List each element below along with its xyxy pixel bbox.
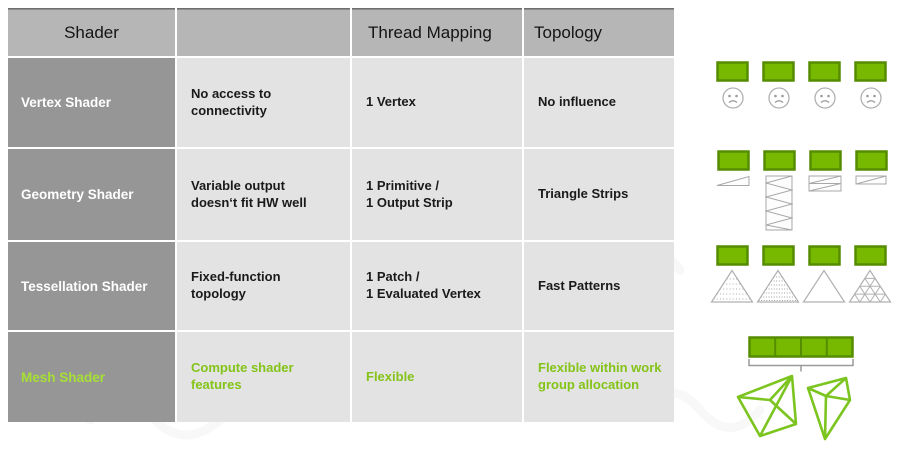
tessellation-unit	[756, 245, 800, 304]
geometry-shader-diagram	[716, 150, 888, 231]
brace-icon	[748, 359, 854, 372]
sad-face-icon	[813, 87, 836, 109]
tessellation-unit	[802, 245, 846, 304]
vertex-unit	[716, 61, 749, 110]
cell-vertex-thread-mapping: 1 Vertex	[352, 58, 522, 147]
sad-face-icon	[767, 87, 790, 109]
cell-vertex-description: No access to connectivity	[177, 58, 350, 147]
cell-mesh-description: Compute shader features	[177, 332, 350, 422]
triangle-strip-medium-icon	[808, 175, 842, 192]
triangle-strip-short-icon	[716, 175, 750, 186]
cell-geometry-description: Variable output doesn‘t fit HW well	[177, 149, 350, 240]
thread-block-icon	[853, 245, 887, 266]
thread-block-icon	[716, 61, 749, 82]
row-label-vertex-shader: Vertex Shader	[8, 58, 175, 147]
vertex-unit	[854, 61, 887, 110]
geometry-unit	[716, 150, 750, 231]
row-label-geometry-shader: Geometry Shader	[8, 149, 175, 240]
shader-comparison-table: Shader Thread Mapping Topology Vertex Sh…	[8, 8, 674, 422]
thread-block-icon	[854, 150, 888, 171]
thread-block-icon	[762, 61, 795, 82]
header-cell-topology: Topology	[524, 8, 674, 56]
cell-tessellation-thread-mapping: 1 Patch / 1 Evaluated Vertex	[352, 242, 522, 330]
tessellation-unit	[848, 245, 892, 304]
sad-face-icon	[859, 87, 882, 109]
triangle-plain-icon	[802, 269, 846, 303]
cell-tessellation-topology: Fast Patterns	[524, 242, 674, 330]
thread-block-icon	[761, 245, 795, 266]
meshlet-icon	[806, 376, 852, 441]
geometry-unit	[762, 150, 796, 231]
segmented-bar-icon	[748, 336, 854, 358]
row-label-tessellation-shader: Tessellation Shader	[8, 242, 175, 330]
thread-block-icon	[716, 150, 750, 171]
cell-tessellation-description: Fixed-function topology	[177, 242, 350, 330]
header-cell-shader: Shader	[8, 8, 175, 56]
row-label-mesh-shader: Mesh Shader	[8, 332, 175, 422]
sad-face-icon	[721, 87, 744, 109]
thread-block-icon	[807, 245, 841, 266]
geometry-unit	[808, 150, 842, 231]
vertex-unit	[808, 61, 841, 110]
triangle-strip-tall-icon	[765, 175, 793, 231]
tessellation-shader-diagram	[710, 245, 892, 304]
cell-vertex-topology: No influence	[524, 58, 674, 147]
thread-block-icon	[715, 245, 749, 266]
triangle-dense-tessellated-icon	[710, 269, 754, 303]
vertex-unit	[762, 61, 795, 110]
triangle-dense-tessellated-icon	[756, 269, 800, 303]
header-cell-empty	[177, 8, 350, 56]
meshlet-icon	[736, 374, 798, 438]
tessellation-unit	[710, 245, 754, 304]
thread-block-icon	[854, 61, 887, 82]
geometry-unit	[854, 150, 888, 231]
thread-block-icon	[808, 61, 841, 82]
cell-geometry-thread-mapping: 1 Primitive / 1 Output Strip	[352, 149, 522, 240]
triangle-subdivided-icon	[848, 269, 892, 303]
cell-geometry-topology: Triangle Strips	[524, 149, 674, 240]
triangle-strip-thin-icon	[855, 175, 887, 185]
thread-block-icon	[808, 150, 842, 171]
cell-mesh-topology: Flexible within work group allocation	[524, 332, 674, 422]
cell-mesh-thread-mapping: Flexible	[352, 332, 522, 422]
header-cell-thread-mapping: Thread Mapping	[352, 8, 522, 56]
thread-block-icon	[762, 150, 796, 171]
vertex-shader-diagram	[716, 61, 887, 110]
